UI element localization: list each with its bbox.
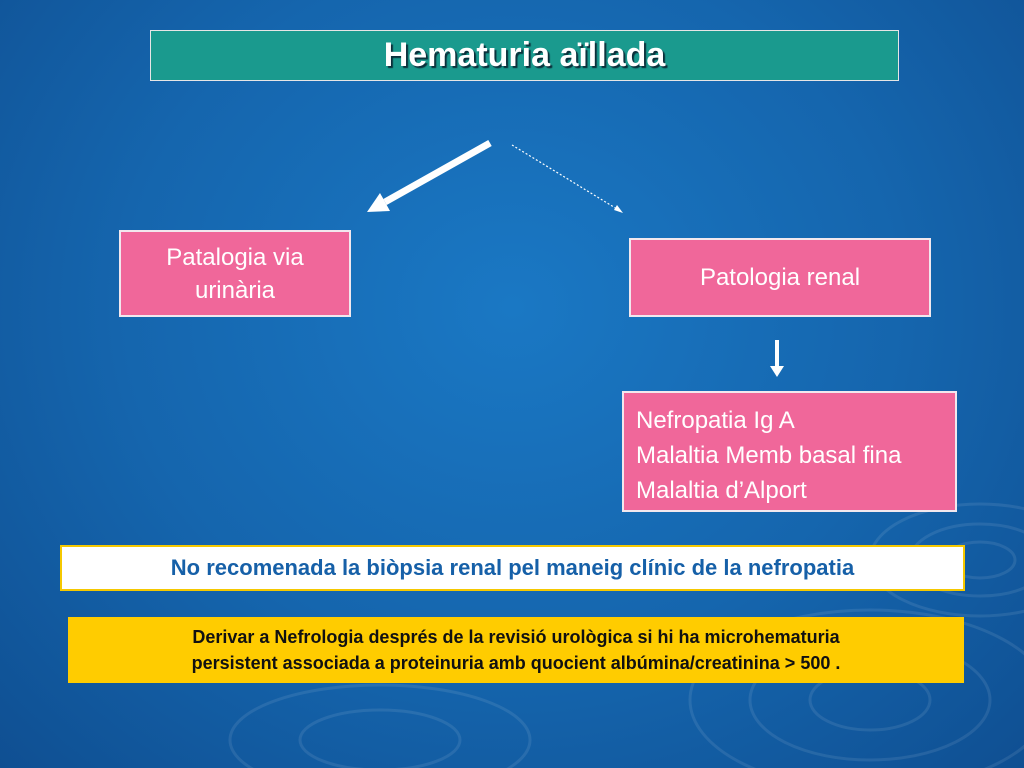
recommendation-line-1: Derivar a Nefrologia després de la revis… <box>192 627 840 647</box>
arrow-to-via-urinaria <box>367 139 492 212</box>
recommendation-line-2: persistent associada a proteinuria amb q… <box>191 653 841 673</box>
note-text: No recomenada la biòpsia renal pel manei… <box>170 555 855 580</box>
diagram-title: Hematuria aïllada <box>383 36 666 74</box>
recommendation-box: Derivar a Nefrologia després de la revis… <box>68 617 964 683</box>
arrow-to-nefropaties <box>770 340 784 377</box>
nefropatia-item: Malaltia Memb basal fina <box>636 442 902 469</box>
node-via-urinaria-line-1: Patalogia via <box>166 243 304 271</box>
note-box: No recomenada la biòpsia renal pel manei… <box>60 545 965 591</box>
nefropatia-item: Malaltia d’Alport <box>636 477 807 504</box>
node-via-urinaria-line-2: urinària <box>194 276 276 304</box>
node-renal: Patologia renal <box>629 238 931 317</box>
node-via-urinaria: Patalogia via urinària <box>119 230 351 317</box>
arrow-to-renal <box>511 144 623 213</box>
nefropatia-item: Nefropatia Ig A <box>636 407 795 434</box>
node-nefropaties: Nefropatia Ig A Malaltia Memb basal fina… <box>622 391 957 512</box>
title-box: Hematuria aïllada <box>150 30 899 81</box>
node-renal-label: Patologia renal <box>699 263 861 291</box>
